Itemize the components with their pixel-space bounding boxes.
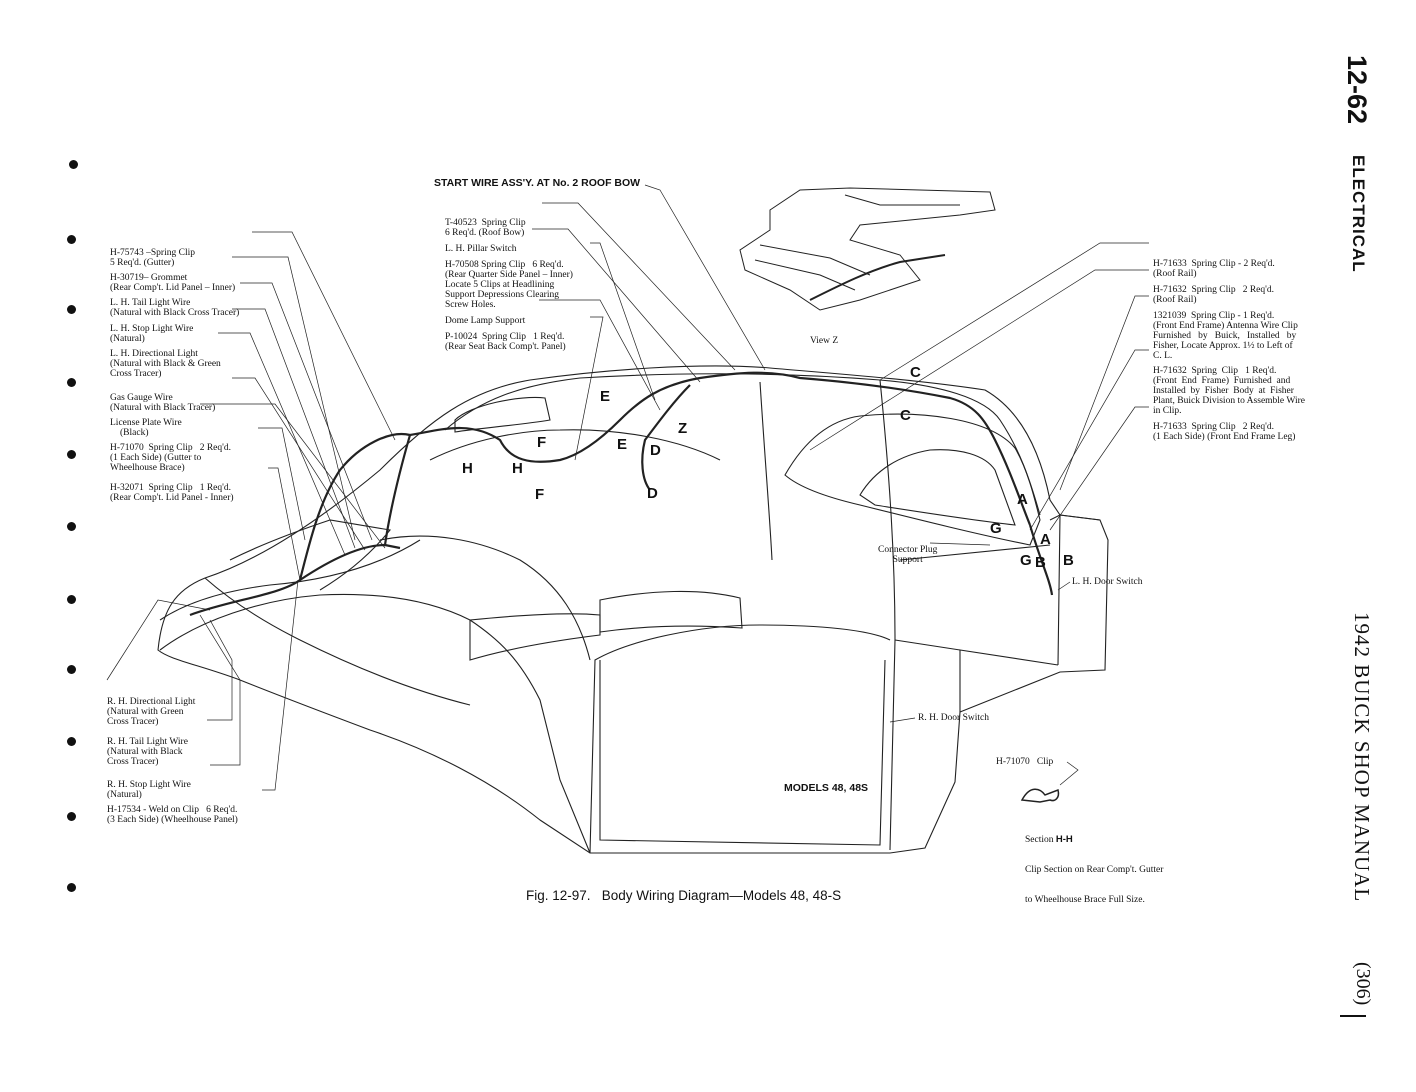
windshield-outline [784, 413, 1041, 546]
callout-f: F [535, 486, 545, 503]
label-1321039: 1321039 Spring Clip - 1 Req'd.(Front End… [1153, 311, 1298, 361]
binder-hole [67, 235, 76, 244]
wheel-arch [379, 535, 591, 661]
door-pillar-2 [759, 381, 773, 561]
models-tag: MODELS 48, 48S [784, 782, 869, 794]
clip-section [1020, 788, 1060, 803]
door-opening [599, 659, 886, 846]
gutter-line [159, 539, 421, 621]
view-z-inset [739, 187, 996, 311]
door-pillar [879, 379, 896, 851]
label-h71070-clip: H-71070 Clip [996, 757, 1054, 767]
callout-e: E [600, 388, 611, 405]
binder-hole [67, 450, 76, 459]
callout-e: E [617, 436, 628, 453]
body-outline [157, 365, 1109, 854]
wire-branch-trunk [299, 543, 401, 581]
callout-d: D [650, 442, 661, 459]
binder-hole [67, 595, 76, 604]
label-rh-stop: R. H. Stop Light Wire(Natural) [107, 780, 191, 800]
callout-b: B [1035, 554, 1046, 571]
wire-branch-dome [641, 384, 691, 491]
label-gas-gauge: Gas Gauge Wire(Natural with Black Tracer… [110, 393, 216, 413]
label-h71632-roof: H-71632 Spring Clip 2 Req'd.(Roof Rail) [1153, 285, 1274, 305]
callout-c: C [900, 407, 911, 424]
figure-caption: Fig. 12-97. Body Wiring Diagram—Models 4… [526, 888, 842, 903]
binder-hole [67, 812, 76, 821]
callout-b: B [1063, 552, 1074, 569]
label-h70508: H-70508 Spring Clip 6 Req'd.(Rear Quarte… [445, 260, 573, 310]
callout-h: H [512, 460, 523, 477]
label-h71633-frame: H-71633 Spring Clip 2 Req'd.(1 Each Side… [1153, 422, 1296, 442]
binder-hole [69, 160, 78, 169]
binder-hole [67, 305, 76, 314]
callout-g: G [1020, 552, 1032, 569]
quarter-panel [159, 593, 591, 854]
rear-window-outline [454, 396, 551, 433]
panel-line [429, 429, 721, 461]
callout-z: Z [678, 420, 688, 437]
label-view-z: View Z [810, 336, 839, 346]
label-h71633-roof: H-71633 Spring Clip - 2 Req'd.(Roof Rail… [1153, 259, 1275, 279]
label-lh-pillar-switch: L. H. Pillar Switch [445, 244, 517, 254]
margin-rule [1340, 1015, 1366, 1017]
label-rh-directional: R. H. Directional Light(Natural with Gre… [107, 697, 196, 727]
roof-outline [444, 373, 1041, 516]
label-rh-tail: R. H. Tail Light Wire(Natural with Black… [107, 737, 188, 767]
start-heading: START WIRE ASS'Y. AT No. 2 ROOF BOW [434, 177, 641, 189]
section-hh: Section H-H Clip Section on Rear Comp't.… [1025, 834, 1164, 906]
callout-a: A [1017, 491, 1028, 508]
label-h32071: H-32071 Spring Clip 1 Req'd.(Rear Comp't… [110, 483, 234, 503]
seat-base [469, 613, 601, 661]
label-lh-door-switch: L. H. Door Switch [1072, 577, 1143, 587]
label-dome-lamp-support: Dome Lamp Support [445, 316, 526, 326]
label-h71632-frame: H-71632 Spring Clip 1 Req'd.(Front End F… [1153, 366, 1305, 416]
rocker-line [589, 624, 891, 854]
binder-hole [67, 378, 76, 387]
callout-h: H [462, 460, 473, 477]
label-h17534: H-17534 - Weld on Clip 6 Req'd.(3 Each S… [107, 805, 238, 825]
label-license-plate: License Plate Wire(Black) [110, 418, 182, 438]
front-frame-inner [894, 544, 1051, 651]
label-h71070: H-71070 Spring Clip 2 Req'd.(1 Each Side… [110, 443, 231, 473]
binder-hole [67, 665, 76, 674]
label-p10024: P-10024 Spring Clip 1 Req'd.(Rear Seat B… [445, 332, 566, 352]
label-h30719: H-30719– Grommet(Rear Comp't. Lid Panel … [110, 273, 236, 293]
callout-a: A [1040, 531, 1051, 548]
label-lh-stop: L. H. Stop Light Wire(Natural) [110, 324, 194, 344]
callout-c: C [910, 364, 921, 381]
callout-d: D [647, 485, 658, 502]
callout-f: F [537, 434, 547, 451]
seat-back [599, 590, 743, 633]
binder-hole [67, 883, 76, 892]
windshield-inner [859, 449, 1016, 526]
binder-hole [67, 737, 76, 746]
callout-g: G [990, 520, 1002, 537]
wire-branch-lid [383, 434, 412, 546]
wire-branch-door [1028, 524, 1054, 596]
trunk-line [204, 577, 471, 706]
label-lh-tail: L. H. Tail Light Wire(Natural with Black… [110, 298, 240, 318]
label-rh-door-switch: R. H. Door Switch [918, 713, 989, 723]
label-lh-directional: L. H. Directional Light(Natural with Bla… [110, 349, 221, 379]
binder-hole [67, 522, 76, 531]
